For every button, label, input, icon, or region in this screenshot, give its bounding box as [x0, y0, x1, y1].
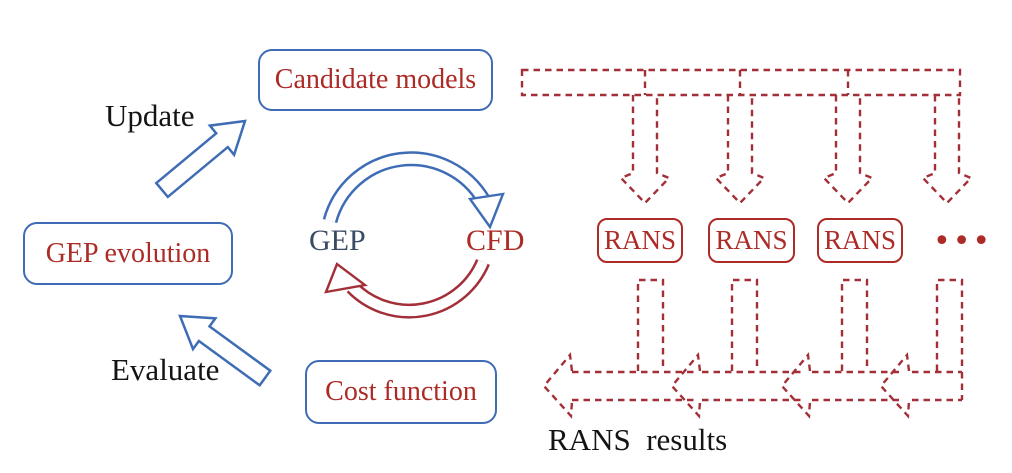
- gep-cycle-label: GEP: [309, 224, 366, 257]
- results-arrowhead-4: [879, 352, 911, 419]
- down-arrow-3: [821, 95, 875, 205]
- results-arrowhead-2: [670, 352, 702, 419]
- gep-to-cfd-arc: [322, 151, 505, 230]
- cost-function-box: Cost function: [305, 360, 497, 424]
- down-arrow-4: [920, 95, 974, 205]
- gep-evolution-label: GEP evolution: [45, 237, 211, 269]
- candidate-distribution-bus: [520, 68, 962, 97]
- rans-column-4: [935, 278, 964, 371]
- update-label: Update: [105, 98, 195, 133]
- cfd-to-gep-arc: [324, 258, 490, 319]
- cost-function-label: Cost function: [325, 376, 477, 407]
- evaluate-arrow: [178, 314, 273, 388]
- rans-column-2: [730, 278, 759, 371]
- update-arrow: [154, 119, 247, 199]
- results-arrowhead-1: [542, 352, 574, 419]
- gep-evolution-box: GEP evolution: [23, 222, 233, 285]
- rans-box-3: RANS: [817, 218, 903, 263]
- candidate-models-label: Candidate models: [274, 64, 477, 95]
- rans-box-1: RANS: [597, 218, 683, 263]
- rans-column-1: [636, 278, 665, 371]
- rans-box-2: RANS: [708, 218, 795, 263]
- rans-box-2-label: RANS: [715, 225, 788, 255]
- cfd-to-gep-arrowhead: [324, 262, 368, 294]
- candidate-models-box: Candidate models: [258, 49, 493, 111]
- cfd-cycle-label: CFD: [466, 224, 525, 257]
- down-arrow-2: [713, 95, 767, 205]
- rans-column-3: [840, 278, 869, 371]
- rans-box-1-label: RANS: [603, 225, 677, 255]
- results-arrow-chain: [542, 352, 964, 419]
- rans-ellipsis: •••: [933, 224, 993, 259]
- evaluate-label: Evaluate: [111, 352, 220, 387]
- results-arrowhead-3: [780, 352, 812, 419]
- down-arrow-1: [618, 95, 672, 205]
- gep-to-cfd-arrowhead: [467, 192, 505, 230]
- rans-box-3-label: RANS: [823, 225, 897, 255]
- rans-results-caption: RANS results: [548, 422, 728, 457]
